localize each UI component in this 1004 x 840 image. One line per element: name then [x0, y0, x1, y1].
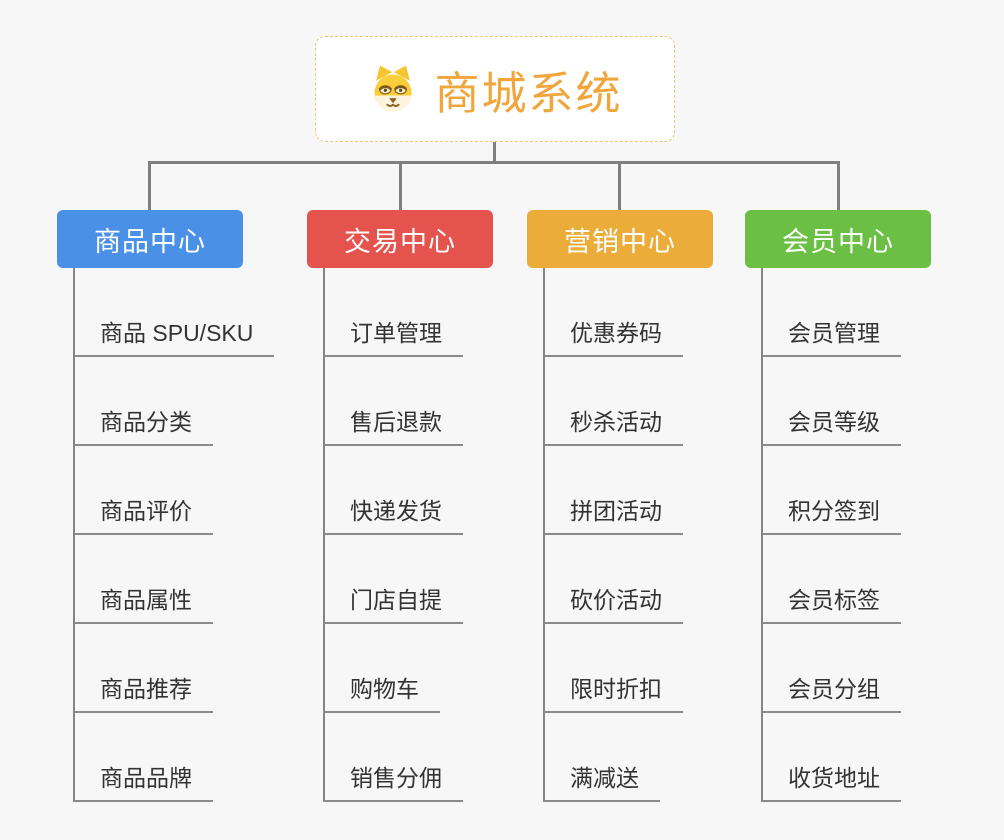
leaf-node: 商品评价 [73, 446, 307, 535]
doge-icon [374, 65, 413, 112]
connector-stub-product [148, 161, 151, 210]
leaf-label[interactable]: 秒杀活动 [543, 403, 683, 446]
branch-header-trade-center[interactable]: 交易中心 [307, 210, 493, 268]
branch-header-product-center[interactable]: 商品中心 [57, 210, 243, 268]
leaf-node: 销售分佣 [323, 713, 557, 802]
leaf-node: 优惠券码 [543, 268, 777, 357]
leaf-node: 售后退款 [323, 357, 557, 446]
branch-header-member-center[interactable]: 会员中心 [745, 210, 931, 268]
leaf-label[interactable]: 快递发货 [323, 492, 463, 535]
connector-root-stub [493, 141, 496, 164]
leaf-label[interactable]: 限时折扣 [543, 670, 683, 713]
leaf-node: 门店自提 [323, 535, 557, 624]
leaf-node: 商品 SPU/SKU [73, 268, 307, 357]
leaf-node: 会员管理 [761, 268, 995, 357]
leaf-node: 拼团活动 [543, 446, 777, 535]
branch-header-marketing-center[interactable]: 营销中心 [527, 210, 713, 268]
connector-horizontal-bar [148, 161, 840, 164]
leaf-label[interactable]: 满减送 [543, 759, 660, 802]
branch-member-center: 会员中心 会员管理 会员等级 积分签到 会员标签 会员分组 收货地址 [745, 210, 995, 802]
leaf-label[interactable]: 砍价活动 [543, 581, 683, 624]
branch-trunk-line [761, 268, 763, 800]
connector-stub-trade [399, 161, 402, 210]
branch-marketing-center: 营销中心 优惠券码 秒杀活动 拼团活动 砍价活动 限时折扣 满减送 [527, 210, 777, 802]
branch-leaves: 优惠券码 秒杀活动 拼团活动 砍价活动 限时折扣 满减送 [543, 268, 777, 802]
leaf-node: 订单管理 [323, 268, 557, 357]
leaf-node: 砍价活动 [543, 535, 777, 624]
leaf-node: 购物车 [323, 624, 557, 713]
branch-trade-center: 交易中心 订单管理 售后退款 快递发货 门店自提 购物车 销售分佣 [307, 210, 557, 802]
leaf-label[interactable]: 会员管理 [761, 314, 901, 357]
leaf-label[interactable]: 积分签到 [761, 492, 901, 535]
leaf-label[interactable]: 订单管理 [323, 314, 463, 357]
leaf-label[interactable]: 商品推荐 [73, 670, 213, 713]
leaf-label[interactable]: 商品分类 [73, 403, 213, 446]
leaf-node: 商品属性 [73, 535, 307, 624]
root-title: 商城系统 [434, 67, 623, 119]
leaf-node: 积分签到 [761, 446, 995, 535]
leaf-node: 商品分类 [73, 357, 307, 446]
leaf-label[interactable]: 门店自提 [323, 581, 463, 624]
branch-product-center: 商品中心 商品 SPU/SKU 商品分类 商品评价 商品属性 商品推荐 商品品牌 [57, 210, 307, 802]
branch-leaves: 商品 SPU/SKU 商品分类 商品评价 商品属性 商品推荐 商品品牌 [73, 268, 307, 802]
leaf-node: 收货地址 [761, 713, 995, 802]
branch-leaves: 订单管理 售后退款 快递发货 门店自提 购物车 销售分佣 [323, 268, 557, 802]
leaf-label[interactable]: 商品属性 [73, 581, 213, 624]
leaf-label[interactable]: 销售分佣 [323, 759, 463, 802]
leaf-label[interactable]: 拼团活动 [543, 492, 683, 535]
leaf-node: 会员分组 [761, 624, 995, 713]
leaf-label[interactable]: 会员分组 [761, 670, 901, 713]
leaf-label[interactable]: 购物车 [323, 670, 440, 713]
branch-trunk-line [73, 268, 75, 800]
leaf-node: 秒杀活动 [543, 357, 777, 446]
branch-trunk-line [543, 268, 545, 800]
leaf-label[interactable]: 收货地址 [761, 759, 901, 802]
leaf-node: 会员等级 [761, 357, 995, 446]
leaf-label[interactable]: 商品品牌 [73, 759, 213, 802]
leaf-node: 商品推荐 [73, 624, 307, 713]
leaf-label[interactable]: 商品评价 [73, 492, 213, 535]
connector-stub-member [837, 161, 840, 210]
branch-leaves: 会员管理 会员等级 积分签到 会员标签 会员分组 收货地址 [761, 268, 995, 802]
leaf-label[interactable]: 会员等级 [761, 403, 901, 446]
branch-trunk-line [323, 268, 325, 800]
connector-stub-marketing [618, 161, 621, 210]
leaf-node: 商品品牌 [73, 713, 307, 802]
leaf-label[interactable]: 售后退款 [323, 403, 463, 446]
leaf-node: 满减送 [543, 713, 777, 802]
leaf-label[interactable]: 商品 SPU/SKU [73, 314, 275, 357]
leaf-label[interactable]: 会员标签 [761, 581, 901, 624]
leaf-node: 限时折扣 [543, 624, 777, 713]
leaf-label[interactable]: 优惠券码 [543, 314, 683, 357]
leaf-node: 快递发货 [323, 446, 557, 535]
leaf-node: 会员标签 [761, 535, 995, 624]
root-node[interactable]: 商城系统 [315, 36, 675, 142]
